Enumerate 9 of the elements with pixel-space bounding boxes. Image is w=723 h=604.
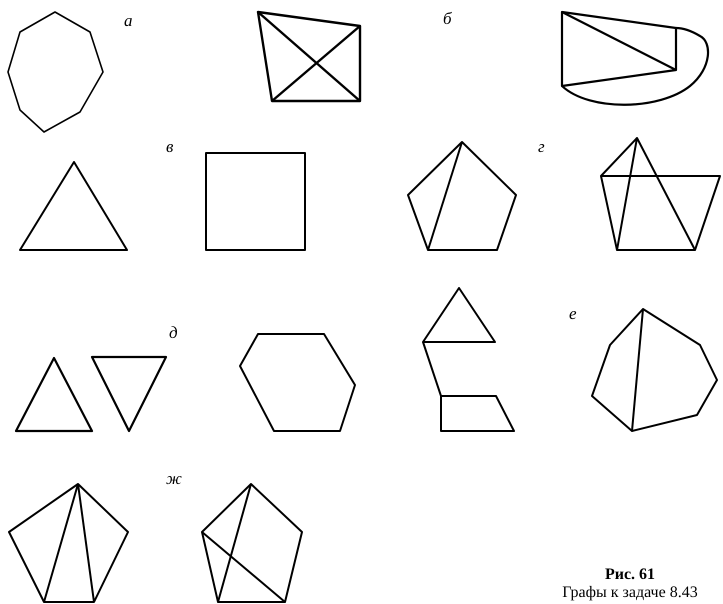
figure-letter: ж xyxy=(166,470,182,488)
figure-letter: д xyxy=(169,324,178,342)
figure-letter: г xyxy=(538,138,545,156)
figure-letter: а xyxy=(124,12,132,30)
figure-letter: е xyxy=(569,305,577,323)
figure-letter: в xyxy=(166,138,174,156)
figure-letter: б xyxy=(443,10,452,28)
figure-number: Рис. 61 xyxy=(604,566,656,583)
figure-caption: Графы к задаче 8.43 xyxy=(561,584,699,601)
